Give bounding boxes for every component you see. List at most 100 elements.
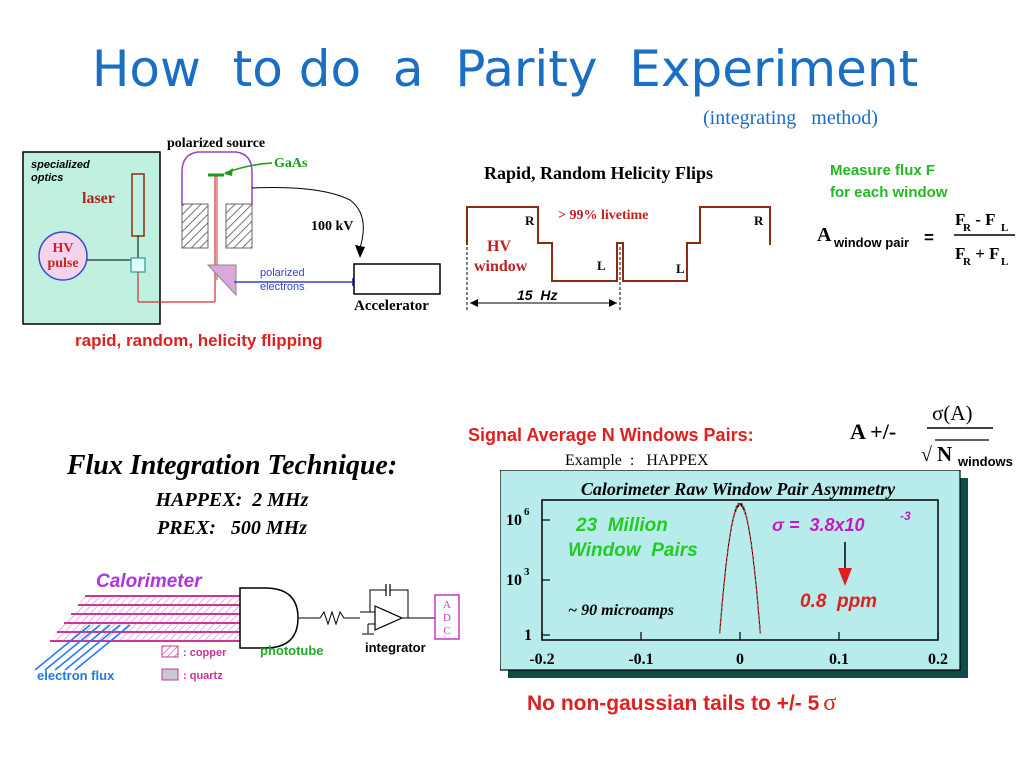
op-amp-icon [374, 605, 404, 631]
r-label-1: R [525, 213, 535, 228]
frequency-label: 15 Hz [517, 287, 557, 303]
plot-area [541, 499, 939, 641]
num-r: R [963, 222, 972, 234]
electron-flux-arrows [34, 624, 131, 671]
pulse-label: pulse [47, 256, 78, 271]
helicity-waveform [466, 206, 771, 282]
hv-pulse-circle [38, 231, 88, 281]
calorimeter-label: Calorimeter [96, 571, 203, 592]
y-tick-1e6-base: 10 [506, 512, 522, 529]
a-plus-minus: A +/- [850, 419, 896, 444]
current-label: ~ 90 microamps [568, 602, 674, 619]
y-tick-marks [542, 519, 550, 636]
laser-element [131, 173, 145, 237]
n-windows-sub: windows [957, 454, 1013, 469]
x-tick-label: 0 [736, 651, 744, 668]
quartz-legend-swatch [161, 668, 179, 681]
example-label: Example : HAPPEX [565, 452, 709, 469]
r-label-2: R [754, 213, 764, 228]
hv-window-label-1: HV [487, 238, 511, 255]
slide-subtitle: (integrating method) [703, 107, 878, 129]
hv-window-label-2: window [474, 258, 528, 275]
n-symbol: N [937, 442, 952, 466]
l-label-1: L [597, 258, 606, 273]
sigma-value: σ = 3.8x10 [772, 515, 865, 535]
num-f: F [955, 210, 965, 229]
electrode-stack-left [181, 203, 209, 249]
num-l: L [1001, 222, 1008, 234]
slide-title: How to do a Parity Experiment [91, 40, 919, 98]
million-pairs-2: Window Pairs [568, 540, 698, 561]
x-tick-label: 0.1 [829, 651, 849, 668]
sqrt-sign: √ [921, 444, 932, 466]
laser-label: laser [82, 190, 115, 207]
den-plus-f: + F [971, 244, 1000, 263]
adc-c: C [443, 625, 450, 637]
den-l: L [1001, 256, 1008, 268]
asymmetry-plot: Calorimeter Raw Window Pair Asymmetry -0… [500, 470, 968, 678]
gaas-label: GaAs [274, 156, 308, 171]
accelerator-box [353, 263, 441, 295]
polarized-source-diagram: specialized optics laser HV pulse polari… [22, 136, 441, 350]
hv-label: HV [53, 241, 74, 256]
flux-heading: Flux Integration Technique: [66, 450, 397, 481]
plot-caption-sigma: σ [823, 690, 837, 716]
copper-legend-label: : copper [183, 647, 227, 659]
den-f: F [955, 244, 965, 263]
plot-caption-text: No non-gaussian tails to +/- 5 [527, 692, 820, 715]
adc-a: A [443, 599, 451, 611]
hv-cable [251, 187, 364, 249]
optics-label-2: optics [31, 172, 63, 184]
electrode-stack-right [225, 203, 253, 249]
million-pairs-1: 23 Million [575, 515, 668, 536]
y-tick-1e3-exp: 3 [524, 566, 530, 578]
helicity-title: Rapid, Random Helicity Flips [484, 163, 713, 183]
x-tick-label: -0.1 [628, 651, 653, 668]
calorimeter-diagram: Calorimeter electron flux phototube inte… [34, 571, 460, 683]
y-tick-1: 1 [524, 627, 532, 644]
integrator-label: integrator [365, 640, 426, 655]
optics-label-1: specialized [31, 159, 90, 171]
phototube-label: phototube [260, 643, 324, 658]
copper-region [50, 596, 240, 641]
gaussian-fit-series [719, 503, 761, 634]
den-r: R [963, 256, 972, 268]
source-dome [181, 151, 253, 205]
x-tick-marks [541, 632, 939, 640]
resistor-icon [319, 610, 360, 626]
flux-integration-text: Flux Integration Technique: HAPPEX: 2 MH… [66, 450, 397, 539]
x-tick-label: 0.2 [928, 651, 948, 668]
pockels-cell [130, 257, 146, 273]
ppm-label: 0.8 ppm [800, 591, 877, 612]
measure-flux-2: for each window [830, 184, 948, 201]
bend-magnet [206, 264, 237, 297]
adc-d: D [443, 612, 451, 624]
adc-box [434, 594, 460, 640]
signal-average: Signal Average N Windows Pairs: A +/- σ(… [468, 401, 1013, 469]
plot-title: Calorimeter Raw Window Pair Asymmetry [581, 479, 896, 499]
helicity-flip-diagram: Rapid, Random Helicity Flips R R L L > 9… [466, 163, 771, 310]
signal-average-label: Signal Average N Windows Pairs: [468, 425, 754, 445]
electron-flux-label: electron flux [37, 668, 115, 683]
asym-subscript: window pair [833, 235, 909, 250]
sigma-a: σ(A) [932, 401, 972, 425]
voltage-label: 100 kV [311, 219, 353, 234]
asym-equals: = [924, 228, 934, 247]
phototube-body [239, 587, 299, 649]
polarized-electrons-2: electrons [260, 281, 305, 293]
asym-a: A [817, 224, 832, 246]
accelerator-label: Accelerator [354, 298, 429, 314]
copper-legend-swatch [161, 645, 179, 658]
num-minus-f: - F [971, 210, 996, 229]
measure-flux-1: Measure flux F [830, 162, 935, 179]
happex-rate: HAPPEX: 2 MHz [155, 489, 309, 511]
y-tick-1e3-base: 10 [506, 572, 522, 589]
x-tick-label: -0.2 [529, 651, 554, 668]
capacitor-loop [369, 589, 409, 618]
prex-rate: PREX: 500 MHz [156, 517, 307, 539]
livetime-label: > 99% livetime [558, 208, 648, 223]
helicity-caption: rapid, random, helicity flipping [75, 331, 322, 350]
l-label-2: L [676, 261, 685, 276]
sigma-exponent: -3 [900, 509, 911, 523]
